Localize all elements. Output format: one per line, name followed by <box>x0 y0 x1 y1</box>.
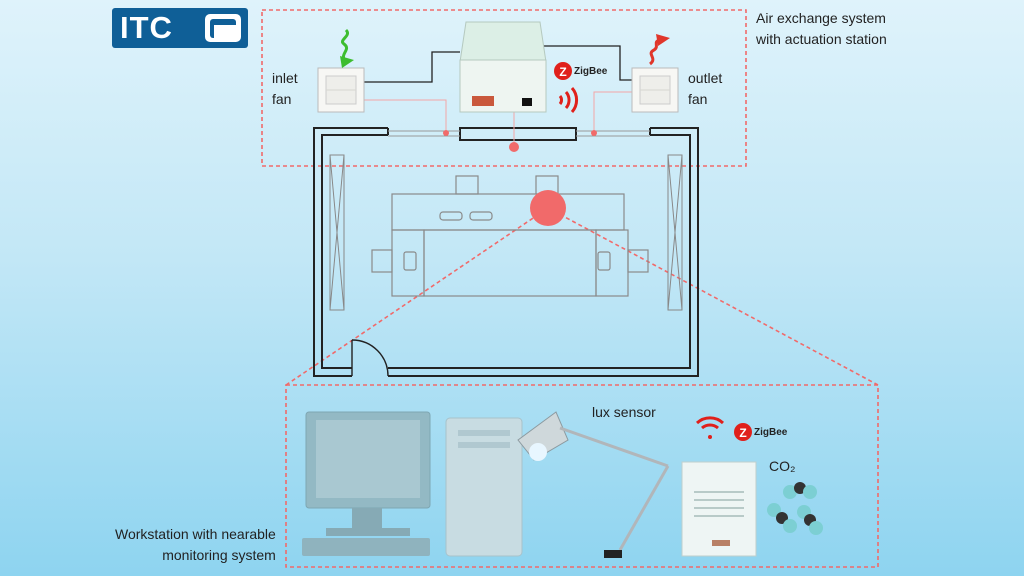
outlet-fan <box>631 67 679 113</box>
zoom-line-left <box>285 207 549 386</box>
zigbee-logo-top: Z <box>554 62 572 80</box>
zigbee-label-top: ZigBee <box>574 66 608 77</box>
actuation-station <box>459 21 547 113</box>
window-left <box>329 154 345 311</box>
room-floor-plan <box>313 127 699 377</box>
door <box>351 339 389 377</box>
control-cables <box>364 45 632 83</box>
inlet-fan-label: inlet fan <box>272 70 298 107</box>
duct-lines <box>388 130 650 137</box>
workstation-box <box>285 384 879 568</box>
itc-logo: ITC <box>112 8 248 48</box>
outlet-arrow-head <box>656 34 670 46</box>
svg-text:Z: Z <box>559 65 566 79</box>
wifi-signal-icon-top <box>558 87 579 113</box>
station-node <box>509 142 519 152</box>
co2-molecules-icon <box>767 482 823 535</box>
window-right <box>667 154 683 311</box>
air-exchange-box <box>261 9 747 167</box>
inlet-fan <box>317 67 365 113</box>
inlet-wave-icon <box>341 28 349 64</box>
outlet-fan-label: outlet fan <box>688 70 723 107</box>
logo-mark-icon <box>205 14 241 42</box>
monitoring-device <box>681 461 757 557</box>
desk-lamp <box>517 411 670 558</box>
co2-label: CO₂ <box>769 458 796 474</box>
outlet-duct-node <box>591 130 597 136</box>
inlet-arrow-head <box>340 56 354 68</box>
air-exchange-label: Air exchange system with actuation stati… <box>756 10 887 47</box>
inlet-duct-node <box>443 130 449 136</box>
zigbee-label-bottom: ZigBee <box>754 427 788 438</box>
logo-text: ITC <box>120 10 173 45</box>
sensor-location-marker <box>530 190 566 226</box>
signal-lines <box>356 91 636 145</box>
svg-text:Z: Z <box>739 426 746 440</box>
outlet-wave-icon <box>648 38 661 66</box>
workstation-label: Workstation with nearable monitoring sys… <box>115 526 276 563</box>
zigbee-logo-bottom: Z <box>734 423 752 441</box>
keyboard <box>302 538 430 556</box>
furniture <box>371 175 649 297</box>
computer-tower <box>445 417 523 557</box>
monitor <box>305 411 431 536</box>
lux-sensor-label: lux sensor <box>592 404 656 420</box>
wifi-signal-icon-bottom <box>695 416 725 439</box>
